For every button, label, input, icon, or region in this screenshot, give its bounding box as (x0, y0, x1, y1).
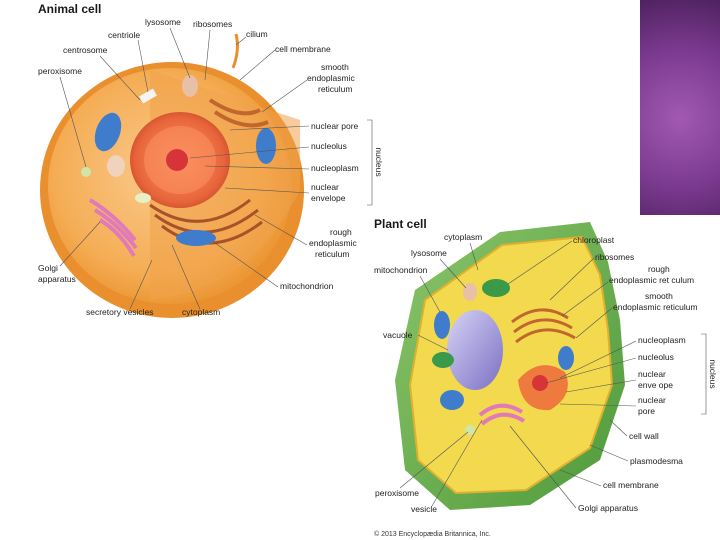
label-rough-er-line2: endoplasmic (309, 238, 357, 248)
label-secretory-vesicles: secretory vesicles (86, 307, 154, 317)
plant-cell-title: Plant cell (374, 217, 427, 231)
copyright-credit: © 2013 Encyclopædia Britannica, Inc. (374, 530, 491, 538)
animal-mitochondrion-3 (176, 230, 216, 246)
animal-labels: Animal cell lysosome ribosomes centriole… (38, 2, 384, 317)
animal-mitochondrion-1 (94, 112, 122, 152)
plant-label-nuclear-pore-line2: pore (638, 406, 655, 416)
plant-label-cytoplasm: cytoplasm (444, 232, 482, 242)
label-cytoplasm: cytoplasm (182, 307, 220, 317)
animal-peroxisome (81, 167, 91, 177)
animal-cell-illustration (40, 33, 304, 318)
plant-label-nucleus-bracket: nucleus (708, 359, 718, 388)
plant-labels: Plant cell cytoplasm chloroplast lysosom… (374, 217, 718, 538)
label-cilium: cilium (246, 29, 268, 39)
nucleus-bracket-plant (701, 333, 707, 415)
animal-golgi (88, 198, 138, 258)
animal-vesicle (107, 155, 125, 177)
label-mitochondrion: mitochondrion (280, 281, 334, 291)
plant-label-rough-er-line1: rough (648, 264, 670, 274)
label-centrosome: centrosome (63, 45, 108, 55)
label-ribosomes: ribosomes (193, 19, 232, 29)
plant-label-golgi: Golgi apparatus (578, 503, 638, 513)
plant-cell-membrane (408, 235, 614, 495)
plant-lysosome (463, 283, 477, 301)
plant-nucleolus (532, 375, 548, 391)
plant-label-rough-er-line2: endoplasmic ret culum (609, 275, 694, 285)
plant-mitochondrion-2 (440, 390, 464, 410)
decorative-corner-panel (640, 0, 720, 215)
plant-vacuole (447, 310, 503, 390)
label-peroxisome: peroxisome (38, 66, 82, 76)
label-rough-er-line3: reticulum (315, 249, 349, 259)
plant-chloroplast-2 (432, 352, 454, 368)
plant-label-nuclear-pore-line1: nuclear (638, 395, 666, 405)
plant-chloroplast-1 (482, 279, 510, 297)
animal-cilium (231, 33, 239, 69)
plant-leader-lines (399, 240, 637, 509)
animal-lysosome (182, 75, 198, 97)
label-smooth-er-line3: reticulum (318, 84, 352, 94)
plant-label-mitochondrion: mitochondrion (374, 265, 428, 275)
animal-vesicle-2 (135, 193, 151, 203)
label-golgi-line1: Golgi (38, 263, 58, 273)
plant-label-lysosome: lysosome (411, 248, 447, 258)
plant-cell-illustration (395, 222, 625, 510)
plant-label-plasmodesma: plasmodesma (630, 456, 683, 466)
plant-label-vesicle: vesicle (411, 504, 437, 514)
plant-label-nucleoplasm: nucleoplasm (638, 335, 686, 345)
label-smooth-er-line2: endoplasmic (307, 73, 355, 83)
label-golgi-line2: apparatus (38, 274, 76, 284)
label-cell-membrane: cell membrane (275, 44, 331, 54)
plant-label-smooth-er-line2: endoplasmic reticulum (613, 302, 698, 312)
label-nucleolus: nucleolus (311, 141, 347, 151)
plant-label-ribosomes: ribosomes (595, 252, 634, 262)
label-nuclear-envelope-line1: nuclear (311, 182, 339, 192)
plant-mitochondrion-1 (434, 311, 450, 339)
plant-label-cell-membrane: cell membrane (603, 480, 659, 490)
label-lysosome: lysosome (145, 17, 181, 27)
animal-nucleolus (166, 149, 188, 171)
plant-golgi (478, 403, 526, 426)
label-nucleus-bracket: nucleus (374, 147, 384, 176)
plant-label-smooth-er-line1: smooth (645, 291, 673, 301)
animal-leader-lines (59, 27, 310, 310)
plant-label-nuclear-envelope-line2: enve ope (638, 380, 673, 390)
nucleus-bracket-animal (367, 119, 373, 206)
label-nuclear-pore: nuclear pore (311, 121, 359, 131)
plant-label-chloroplast: chloroplast (573, 235, 615, 245)
animal-centriole (139, 88, 157, 104)
label-nucleoplasm: nucleoplasm (311, 163, 359, 173)
animal-mitochondrion-2 (256, 128, 276, 164)
animal-cell-title: Animal cell (38, 2, 101, 16)
label-rough-er-line1: rough (330, 227, 352, 237)
plant-label-peroxisome: peroxisome (375, 488, 419, 498)
label-centriole: centriole (108, 30, 140, 40)
plant-mitochondrion-3 (558, 346, 574, 370)
label-smooth-er-line1: smooth (321, 62, 349, 72)
plant-label-cell-wall: cell wall (629, 431, 659, 441)
plant-label-vacuole: vacuole (383, 330, 413, 340)
plant-label-nucleolus: nucleolus (638, 352, 674, 362)
plant-label-nuclear-envelope-line1: nuclear (638, 369, 666, 379)
animal-smooth-er (208, 98, 269, 128)
label-nuclear-envelope-line2: envelope (311, 193, 346, 203)
